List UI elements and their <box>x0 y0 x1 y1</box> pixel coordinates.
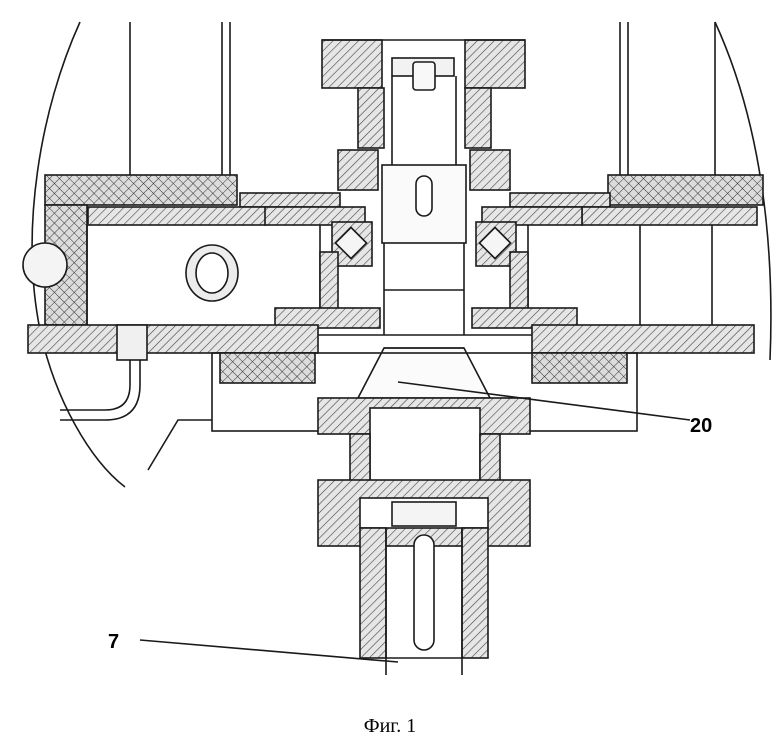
side-port-left <box>23 243 67 287</box>
lower-sleeve-right <box>480 434 500 484</box>
insulation-lower-left <box>220 353 315 383</box>
label-7: 7 <box>108 631 119 653</box>
shaft-sleeve-right <box>462 528 488 658</box>
inspection-port-inner <box>196 253 228 293</box>
pipe-elbow <box>60 360 130 410</box>
bearing-housing-right <box>470 150 510 190</box>
upper-cap-left <box>322 40 382 88</box>
cone-part-20 <box>358 348 490 398</box>
upper-bolt <box>413 62 435 90</box>
coupling-bolt <box>392 502 456 526</box>
lower-flange-inner <box>370 408 480 488</box>
support-right <box>510 252 528 310</box>
insulation-lower-right <box>532 353 627 383</box>
insulation-left <box>45 175 237 205</box>
shaft-slot <box>416 176 432 216</box>
label-20: 20 <box>690 415 712 437</box>
plate-bolt <box>117 325 147 360</box>
upper-cap-right <box>465 40 525 88</box>
figure-caption: Фиг. 1 <box>364 715 416 737</box>
insulation-right <box>608 175 763 205</box>
base-plate-right <box>532 325 754 353</box>
upper-bore-left <box>358 88 384 148</box>
shaft-keyway <box>414 535 434 650</box>
upper-bore-right <box>465 88 491 148</box>
base-plate-left <box>28 325 318 353</box>
lower-sleeve-left <box>350 434 370 484</box>
shaft-sleeve-left <box>360 528 386 658</box>
plate-right-upper <box>510 193 610 207</box>
bearing-housing-left <box>338 150 378 190</box>
support-left <box>320 252 338 310</box>
plate-left-upper <box>240 193 340 207</box>
bracket-line <box>148 420 212 470</box>
plate-left <box>88 207 266 225</box>
plate-right <box>582 207 757 225</box>
